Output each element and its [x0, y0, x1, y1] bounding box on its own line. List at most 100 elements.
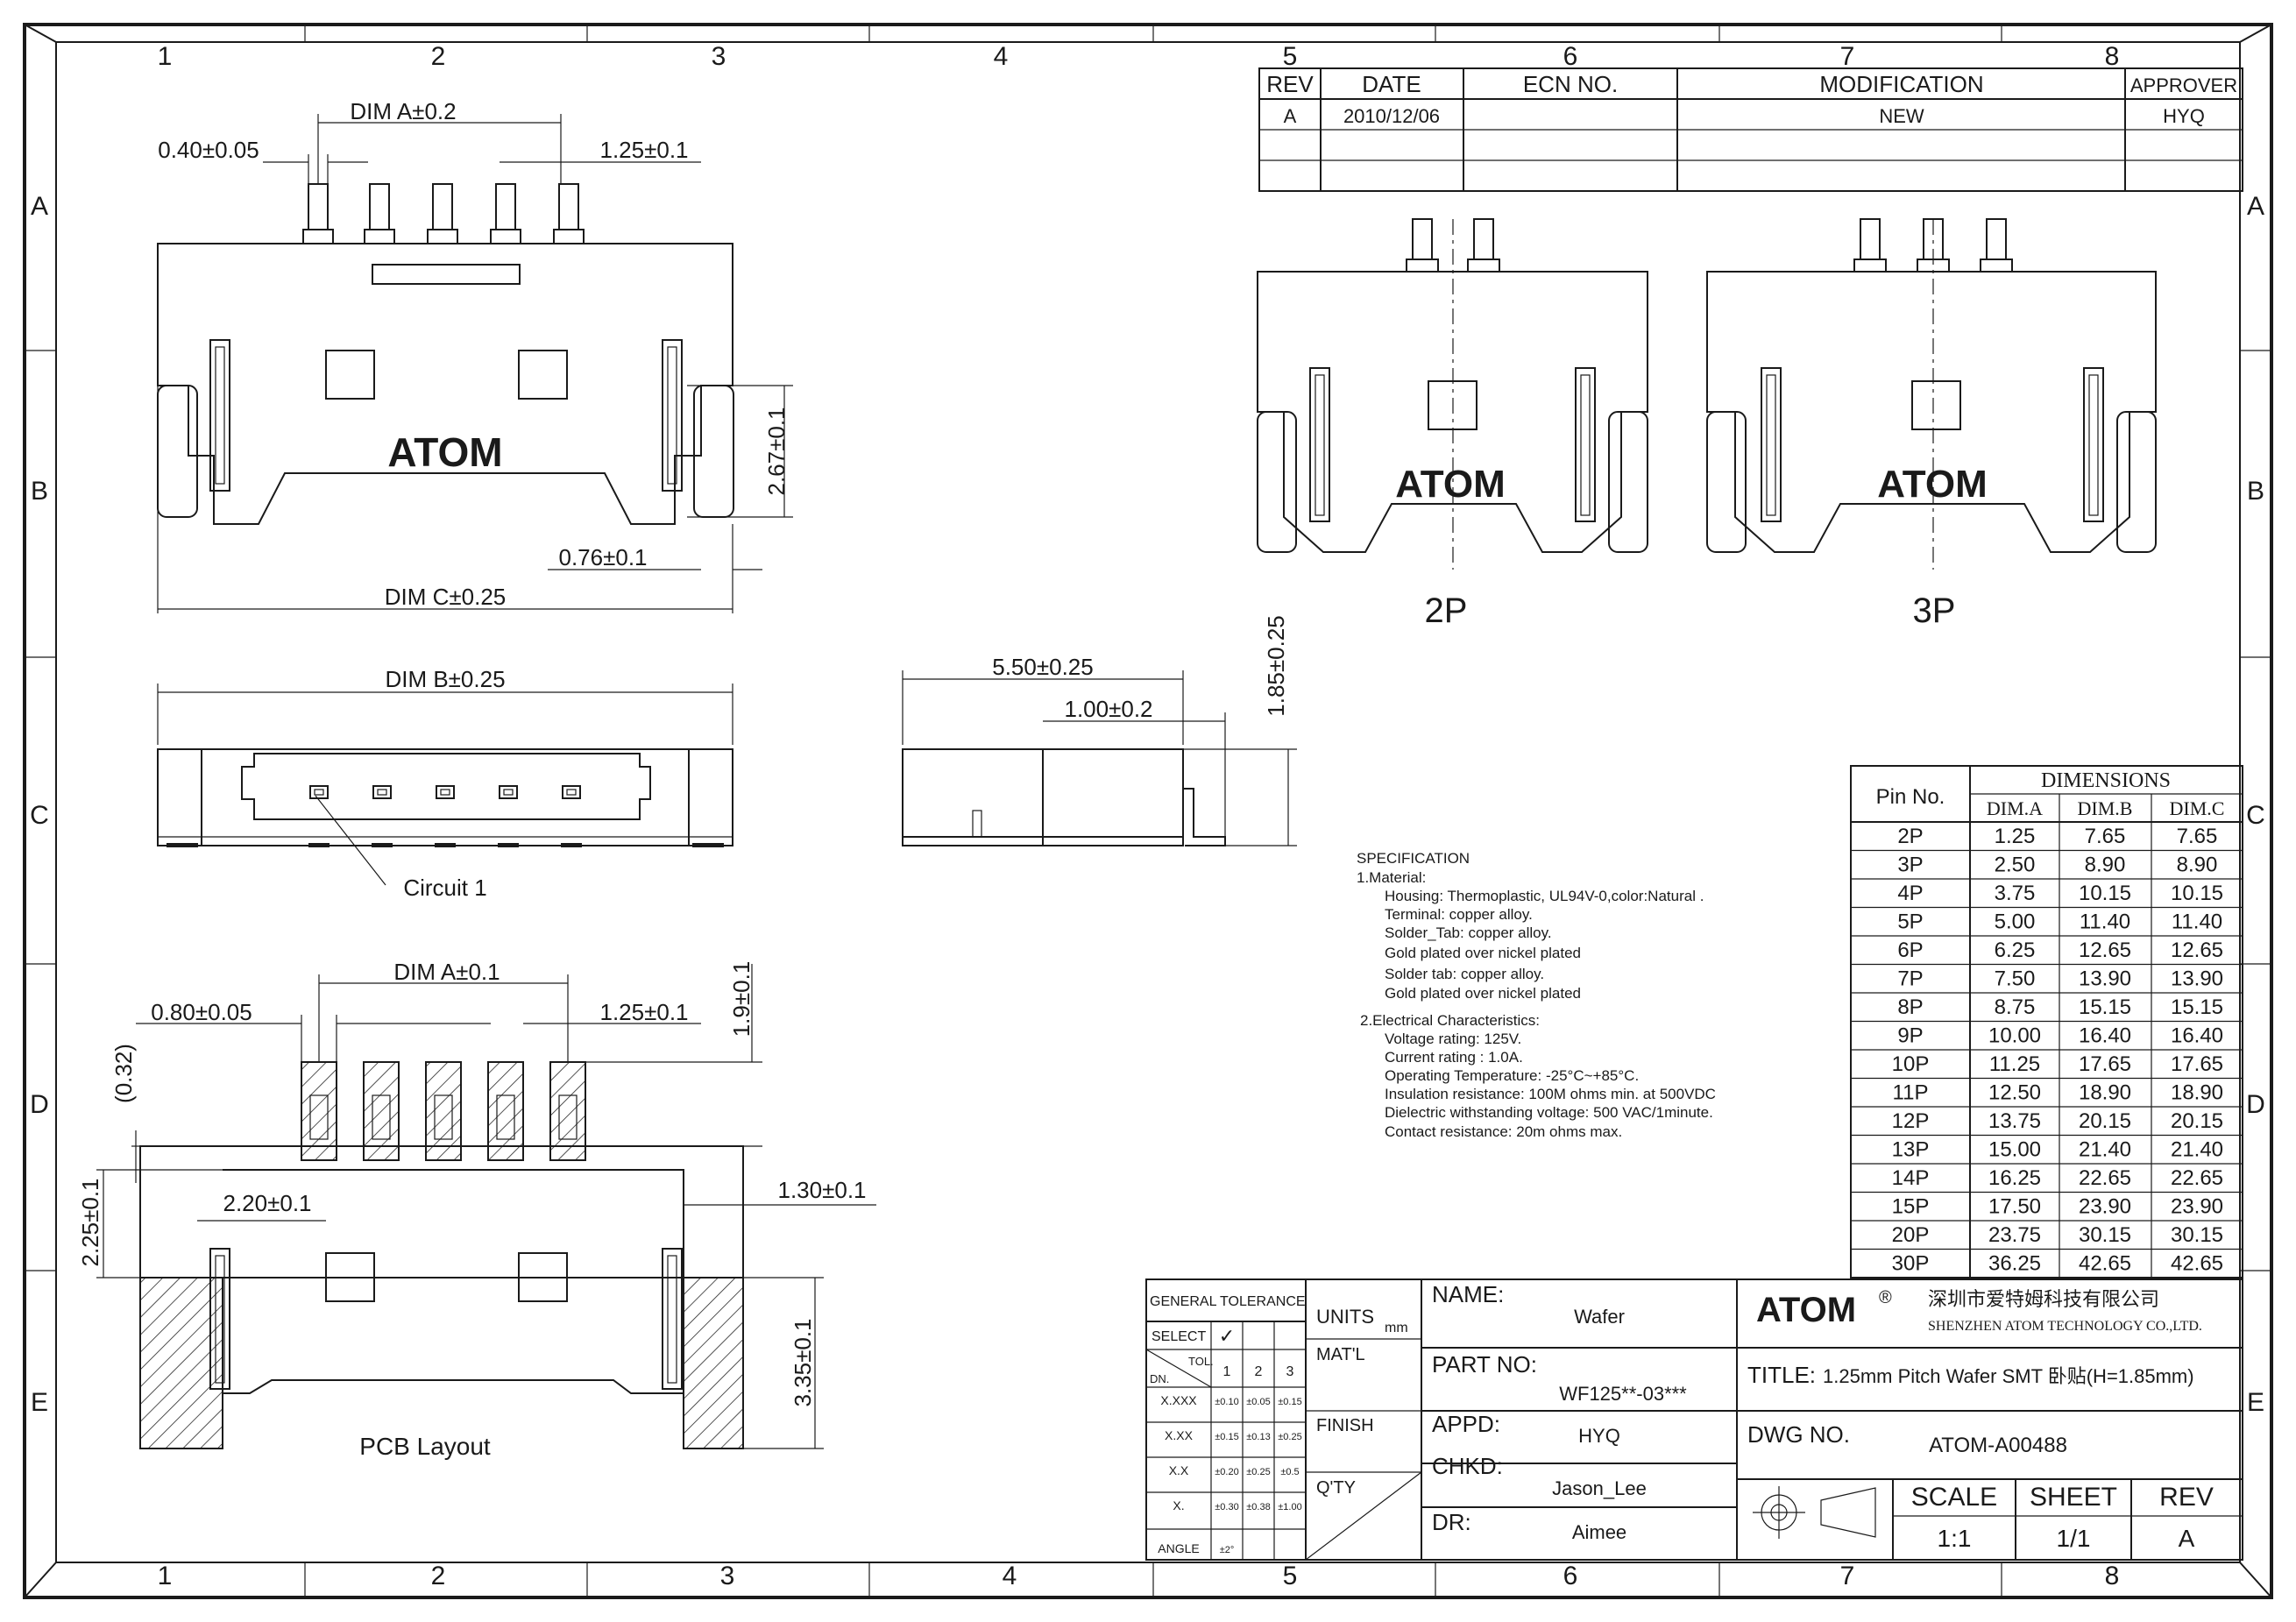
tol-row-value: ±0.05 — [1246, 1397, 1270, 1407]
atom-logo-3p: ATOM — [1877, 463, 1987, 506]
dim-table-value-cell: 7.65 — [2177, 825, 2218, 848]
pin-length-label: 1.00±0.2 — [1064, 696, 1152, 722]
tol-row-value: ±0.20 — [1215, 1467, 1238, 1477]
dn-label: DN. — [1150, 1372, 1169, 1385]
rev-value: A — [2179, 1525, 2195, 1552]
offset-label: (0.32) — [110, 1044, 137, 1103]
col-label-7: 7 — [1840, 42, 1855, 71]
tolerance-title: GENERAL TOLERANCE — [1150, 1294, 1306, 1309]
col-label-bottom-4: 4 — [1003, 1562, 1017, 1590]
dim-table-value-cell: 17.65 — [2079, 1052, 2131, 1076]
pitch-label: 1.25±0.1 — [599, 137, 688, 163]
variant-2p: ATOM 2P — [1257, 218, 1648, 630]
finish-label: FINISH — [1316, 1416, 1374, 1435]
dim-table-value-cell: 2.50 — [1995, 853, 2036, 877]
circuit-1-label: Circuit 1 — [403, 875, 486, 901]
revision-table: REV DATE ECN NO. MODIFICATION APPROVER A… — [1258, 67, 2243, 192]
spec-line: 2.Electrical Characteristics: — [1360, 1012, 1540, 1029]
rev-label: REV — [2159, 1483, 2214, 1512]
dim-table-value-cell: 13.90 — [2171, 967, 2223, 991]
company-logo: ATOM — [1756, 1291, 1856, 1329]
dim-table-value-cell: 18.90 — [2171, 1081, 2223, 1105]
atom-logo-top: ATOM — [387, 429, 502, 475]
pcb-tab-left — [139, 1277, 223, 1449]
sheet-frame: 1 2 3 4 5 6 7 8 1 2 3 4 5 6 7 8 A B C D … — [23, 23, 2273, 1599]
dim-table-value-cell: 23.90 — [2079, 1195, 2131, 1219]
dim-b-col-header: DIM.B — [2078, 797, 2133, 819]
chkd-label: CHKD: — [1432, 1453, 1503, 1479]
dim-table-value-cell: 15.15 — [2079, 995, 2131, 1019]
row-label-d: D — [30, 1090, 49, 1119]
dim-table-pin-cell: 2P — [1897, 825, 1923, 848]
dim-table-pin-cell: 30P — [1892, 1252, 1930, 1276]
qty-label: Q'TY — [1316, 1478, 1356, 1498]
dim-table-pin-cell: 7P — [1897, 967, 1923, 991]
dim-table-pin-cell: 9P — [1897, 1024, 1923, 1048]
dim-b-label: DIM B±0.25 — [385, 666, 505, 692]
rev-cell-approver: HYQ — [2163, 105, 2205, 127]
dim-table-pin-cell: 11P — [1893, 1081, 1929, 1105]
dim-table-value-cell: 23.90 — [2171, 1195, 2223, 1219]
tol-row-value: ±0.25 — [1246, 1467, 1270, 1477]
dr-label: DR: — [1432, 1509, 1471, 1535]
variant-3p-label: 3P — [1913, 591, 1956, 630]
part-no-label: PART NO: — [1432, 1351, 1537, 1378]
dim-a-col-header: DIM.A — [1987, 797, 2043, 819]
spec-title: SPECIFICATION — [1357, 850, 1470, 867]
dim-table-value-cell: 6.25 — [1995, 938, 2036, 962]
tab-width-label: 1.30±0.1 — [777, 1177, 866, 1203]
rev-cell-modification: NEW — [1879, 105, 1924, 127]
dim-table-value-cell: 36.25 — [1988, 1252, 2041, 1276]
dim-table-value-cell: 30.15 — [2171, 1223, 2223, 1247]
company-reg-mark: ® — [1879, 1288, 1892, 1307]
top-view: ATOM DIM A±0.2 0.40±0.05 1.25±0.1 0.76±0… — [157, 98, 793, 613]
dim-table-value-cell: 15.00 — [1988, 1138, 2041, 1162]
dim-table-value-cell: 22.65 — [2171, 1166, 2223, 1190]
tol-col-3: 3 — [1286, 1364, 1294, 1379]
tab-height-label: 3.35±0.1 — [790, 1318, 816, 1406]
row-label-e-right: E — [2247, 1388, 2264, 1417]
dim-table-pin-cell: 4P — [1897, 882, 1923, 905]
pcb-layout-caption: PCB Layout — [359, 1433, 491, 1460]
dim-table-value-cell: 23.75 — [1988, 1223, 2041, 1247]
sheet-label: SHEET — [2030, 1483, 2117, 1512]
title-block: UNITS mm MAT'L FINISH Q'TY NAME: Wafer P… — [1305, 1278, 2243, 1561]
dim-table-value-cell: 13.90 — [2079, 967, 2131, 991]
pcb-tab-right — [683, 1277, 744, 1449]
col-label-3: 3 — [712, 42, 726, 71]
dim-table-pin-cell: 5P — [1897, 910, 1923, 934]
col-label-1: 1 — [158, 42, 173, 71]
tol-label: TOL. — [1188, 1355, 1214, 1368]
row-label-d-right: D — [2246, 1090, 2265, 1119]
dim-table-value-cell: 7.50 — [1995, 967, 2036, 991]
spec-line: Gold plated over nickel plated — [1385, 945, 1581, 961]
tol-col-2: 2 — [1255, 1364, 1263, 1379]
dim-table-pin-cell: 12P — [1892, 1109, 1930, 1133]
rev-header-modification: MODIFICATION — [1819, 71, 1983, 97]
dim-table-value-cell: 42.65 — [2079, 1252, 2131, 1276]
col-label-4: 4 — [994, 42, 1009, 71]
company-name-cn: 深圳市爱特姆科技有限公司 — [1928, 1288, 2159, 1310]
scale-value: 1:1 — [1938, 1525, 1972, 1552]
col-label-6: 6 — [1563, 42, 1578, 71]
row-label-b: B — [31, 477, 48, 506]
dim-table-value-cell: 42.65 — [2171, 1252, 2223, 1276]
row-label-a-right: A — [2247, 192, 2264, 221]
col-label-bottom-3: 3 — [720, 1562, 735, 1590]
dim-table-value-cell: 8.75 — [1995, 995, 2036, 1019]
tol-row-value: ±0.5 — [1280, 1467, 1299, 1477]
dim-table-pin-cell: 6P — [1897, 938, 1923, 962]
pcb-layout: DIM A±0.1 0.80±0.05 1.25±0.1 1.9±0.1 (0.… — [77, 959, 876, 1460]
spec-line: Gold plated over nickel plated — [1385, 985, 1581, 1002]
pad-length-label: 1.9±0.1 — [728, 961, 755, 1038]
dim-table-value-cell: 12.65 — [2171, 938, 2223, 962]
dimensions-header: DIMENSIONS — [2041, 769, 2171, 792]
appd-value: HYQ — [1578, 1425, 1620, 1447]
spec-line: Housing: Thermoplastic, UL94V-0,color:Na… — [1385, 888, 1704, 904]
dim-table-pin-cell: 14P — [1892, 1166, 1930, 1190]
tol-row-value: ±0.15 — [1215, 1432, 1238, 1442]
dim-table-value-cell: 16.40 — [2079, 1024, 2131, 1048]
name-label: NAME: — [1432, 1281, 1504, 1307]
dr-value: Aimee — [1572, 1521, 1626, 1543]
dim-table-value-cell: 7.65 — [2085, 825, 2126, 848]
